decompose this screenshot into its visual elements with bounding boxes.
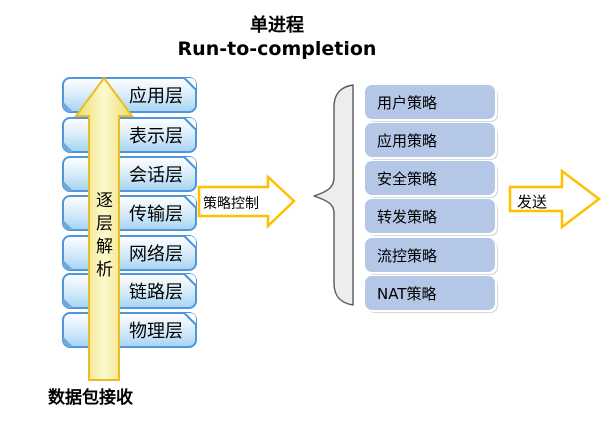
osi-layer-link: 链路层 bbox=[62, 273, 197, 309]
send-label: 发送 bbox=[517, 193, 548, 211]
policy-label: 用户策略 bbox=[377, 93, 438, 112]
send-arrow-icon bbox=[508, 168, 602, 230]
policy-label: 流控策略 bbox=[377, 246, 438, 265]
policy-nat: NAT策略 bbox=[365, 276, 495, 310]
osi-layer-network: 网络层 bbox=[62, 235, 197, 271]
policy-control-label: 策略控制 bbox=[203, 196, 259, 212]
osi-layer-label: 表示层 bbox=[129, 126, 183, 147]
policy-application: 应用策略 bbox=[365, 123, 495, 157]
osi-layer-label: 会话层 bbox=[129, 165, 183, 186]
policy-security: 安全策略 bbox=[365, 161, 495, 195]
policy-user: 用户策略 bbox=[365, 85, 495, 119]
parse-by-layer-label: 逐层解析 bbox=[92, 191, 112, 283]
osi-layer-transport: 传输层 bbox=[62, 195, 197, 231]
policy-label: 转发策略 bbox=[377, 207, 438, 226]
brace-icon bbox=[313, 84, 354, 306]
title-chinese: 单进程 bbox=[250, 15, 304, 36]
policy-forwarding: 转发策略 bbox=[365, 199, 495, 233]
policy-label: NAT策略 bbox=[377, 284, 437, 303]
osi-layer-physical: 物理层 bbox=[62, 312, 197, 348]
osi-layer-label: 链路层 bbox=[129, 282, 183, 303]
osi-layer-label: 应用层 bbox=[129, 86, 183, 107]
osi-layer-presentation: 表示层 bbox=[62, 117, 197, 153]
policy-control-arrow-icon bbox=[197, 174, 296, 229]
page-title: 单进程 Run-to-completion bbox=[157, 14, 397, 60]
title-english: Run-to-completion bbox=[177, 38, 377, 60]
policy-label: 应用策略 bbox=[377, 131, 438, 150]
osi-layer-label: 物理层 bbox=[129, 321, 183, 342]
osi-layer-label: 网络层 bbox=[129, 244, 183, 265]
policy-flow-control: 流控策略 bbox=[365, 238, 495, 272]
packet-receive-label: 数据包接收 bbox=[48, 388, 133, 408]
up-arrow-icon bbox=[74, 76, 134, 381]
policy-label: 安全策略 bbox=[377, 169, 438, 188]
osi-layer-label: 传输层 bbox=[129, 204, 183, 225]
osi-layer-session: 会话层 bbox=[62, 156, 197, 192]
